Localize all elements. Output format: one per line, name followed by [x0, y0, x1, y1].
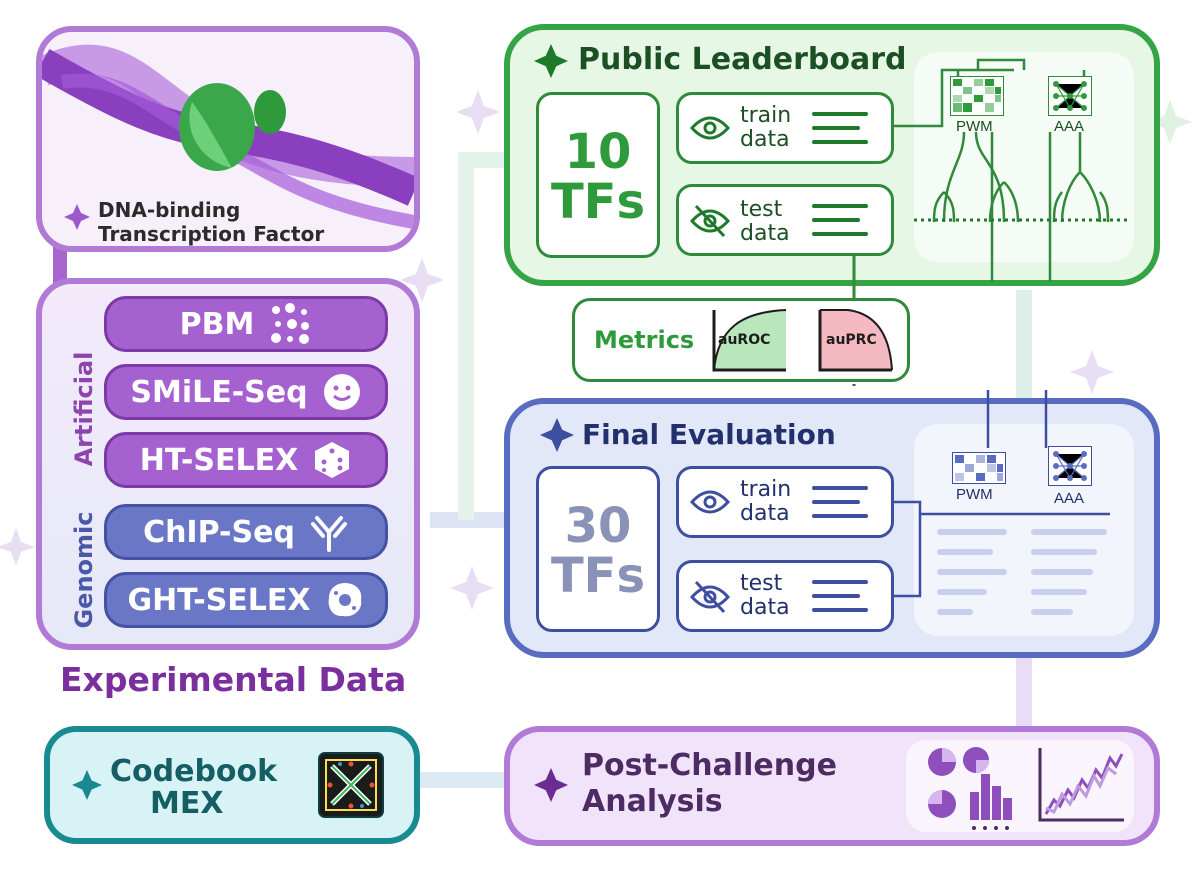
auroc-label: auROC	[718, 332, 771, 348]
final-results-lines	[894, 390, 1110, 615]
pwm-matrix-icon	[950, 76, 1004, 116]
smiley-icon	[323, 374, 360, 410]
text-lines-icon	[812, 580, 868, 612]
post-challenge-line1: Post-Challenge	[582, 748, 837, 783]
post-challenge-line2: Analysis	[582, 784, 723, 819]
ght-selex-item[interactable]: GHT-SELEX	[104, 572, 388, 628]
sparkle-icon-final	[540, 418, 574, 452]
text-lines-icon	[812, 486, 868, 518]
final-test-line2: data	[740, 595, 790, 620]
auroc-curve-icon	[712, 309, 787, 372]
sparkle-decorations	[0, 90, 1192, 610]
pie-charts-icon	[928, 747, 989, 818]
bar-chart-icon	[970, 774, 1012, 830]
eye-off-icon	[690, 580, 730, 614]
ght-selex-label: GHT-SELEX	[127, 582, 311, 618]
tf-box-title-line2: Transcription Factor	[98, 222, 325, 246]
pwm-matrix-icon	[952, 452, 1006, 484]
leaderboard-pwm-label: PWM	[956, 118, 993, 135]
eye-icon	[690, 116, 730, 140]
ht-selex-label: HT-SELEX	[139, 442, 299, 478]
line-trend-chart-icon	[1038, 748, 1124, 822]
eye-off-icon	[690, 204, 730, 238]
final-tf-count	[536, 466, 660, 632]
codebook-title-line1: Codebook	[110, 754, 278, 789]
pbm-label: PBM	[179, 306, 255, 342]
ht-selex-item[interactable]: HT-SELEX	[104, 432, 388, 488]
final-evaluation-title: Final Evaluation	[582, 418, 836, 451]
genomic-label: Genomic	[70, 511, 98, 629]
metrics-title: Metrics	[594, 326, 695, 354]
codebook-title-line2: MEX	[150, 786, 224, 821]
final-train-line2: data	[740, 501, 790, 526]
final-train-data-card[interactable]	[676, 466, 894, 538]
final-tf-number: 30	[564, 498, 632, 554]
cell-icon	[328, 583, 361, 617]
chip-seq-item[interactable]: ChIP-Seq	[104, 504, 388, 560]
auprc-label: auPRC	[826, 332, 877, 348]
neural-network-icon	[1048, 446, 1092, 486]
final-pwm-label: PWM	[956, 486, 993, 503]
sparkle-icon-post	[534, 768, 568, 802]
leaderboard-train-line2: data	[740, 127, 790, 152]
leaderboard-tf-count	[536, 92, 660, 258]
leaderboard-model-tree	[894, 58, 1130, 282]
auprc-curve-icon	[818, 309, 893, 372]
text-lines-icon	[812, 204, 868, 236]
artificial-label: Artificial	[70, 351, 98, 467]
leaderboard-aaa-label: AAA	[1054, 118, 1085, 135]
smile-seq-item[interactable]: SMiLE-Seq	[104, 364, 388, 420]
tf-box-title-line1: DNA-binding	[98, 198, 241, 222]
leaderboard-train-line1: train	[740, 103, 792, 128]
eye-icon	[690, 490, 730, 514]
final-test-line1: test	[740, 571, 783, 596]
experimental-data-title: Experimental Data	[60, 660, 407, 699]
text-lines-icon	[812, 112, 868, 144]
tf-box: DNA-binding Transcription Factor	[36, 26, 420, 252]
dice-icon	[315, 442, 350, 478]
chip-seq-label: ChIP-Seq	[143, 514, 295, 550]
pbm-item[interactable]: PBM	[104, 296, 388, 352]
sparkle-icon-leaderboard	[534, 44, 568, 78]
antibody-icon	[310, 516, 347, 552]
metrics-connectors	[852, 256, 856, 386]
dot-grid-icon	[271, 303, 310, 344]
leaderboard-tf-number: 10	[564, 124, 632, 180]
sparkle-icon	[64, 204, 90, 230]
dna-helix-illustration	[42, 44, 414, 229]
neural-network-icon	[1048, 76, 1092, 116]
public-leaderboard-title: Public Leaderboard	[578, 42, 907, 77]
sparkle-icon-codebook	[72, 770, 102, 800]
final-train-line1: train	[740, 477, 792, 502]
codebook-logo-icon	[318, 752, 384, 818]
smile-seq-label: SMiLE-Seq	[130, 374, 308, 410]
leaderboard-test-line1: test	[740, 197, 783, 222]
leaderboard-tf-unit: TFs	[550, 174, 646, 230]
final-aaa-label: AAA	[1054, 490, 1085, 507]
leaderboard-test-line2: data	[740, 221, 790, 246]
final-tf-unit: TFs	[550, 548, 646, 604]
